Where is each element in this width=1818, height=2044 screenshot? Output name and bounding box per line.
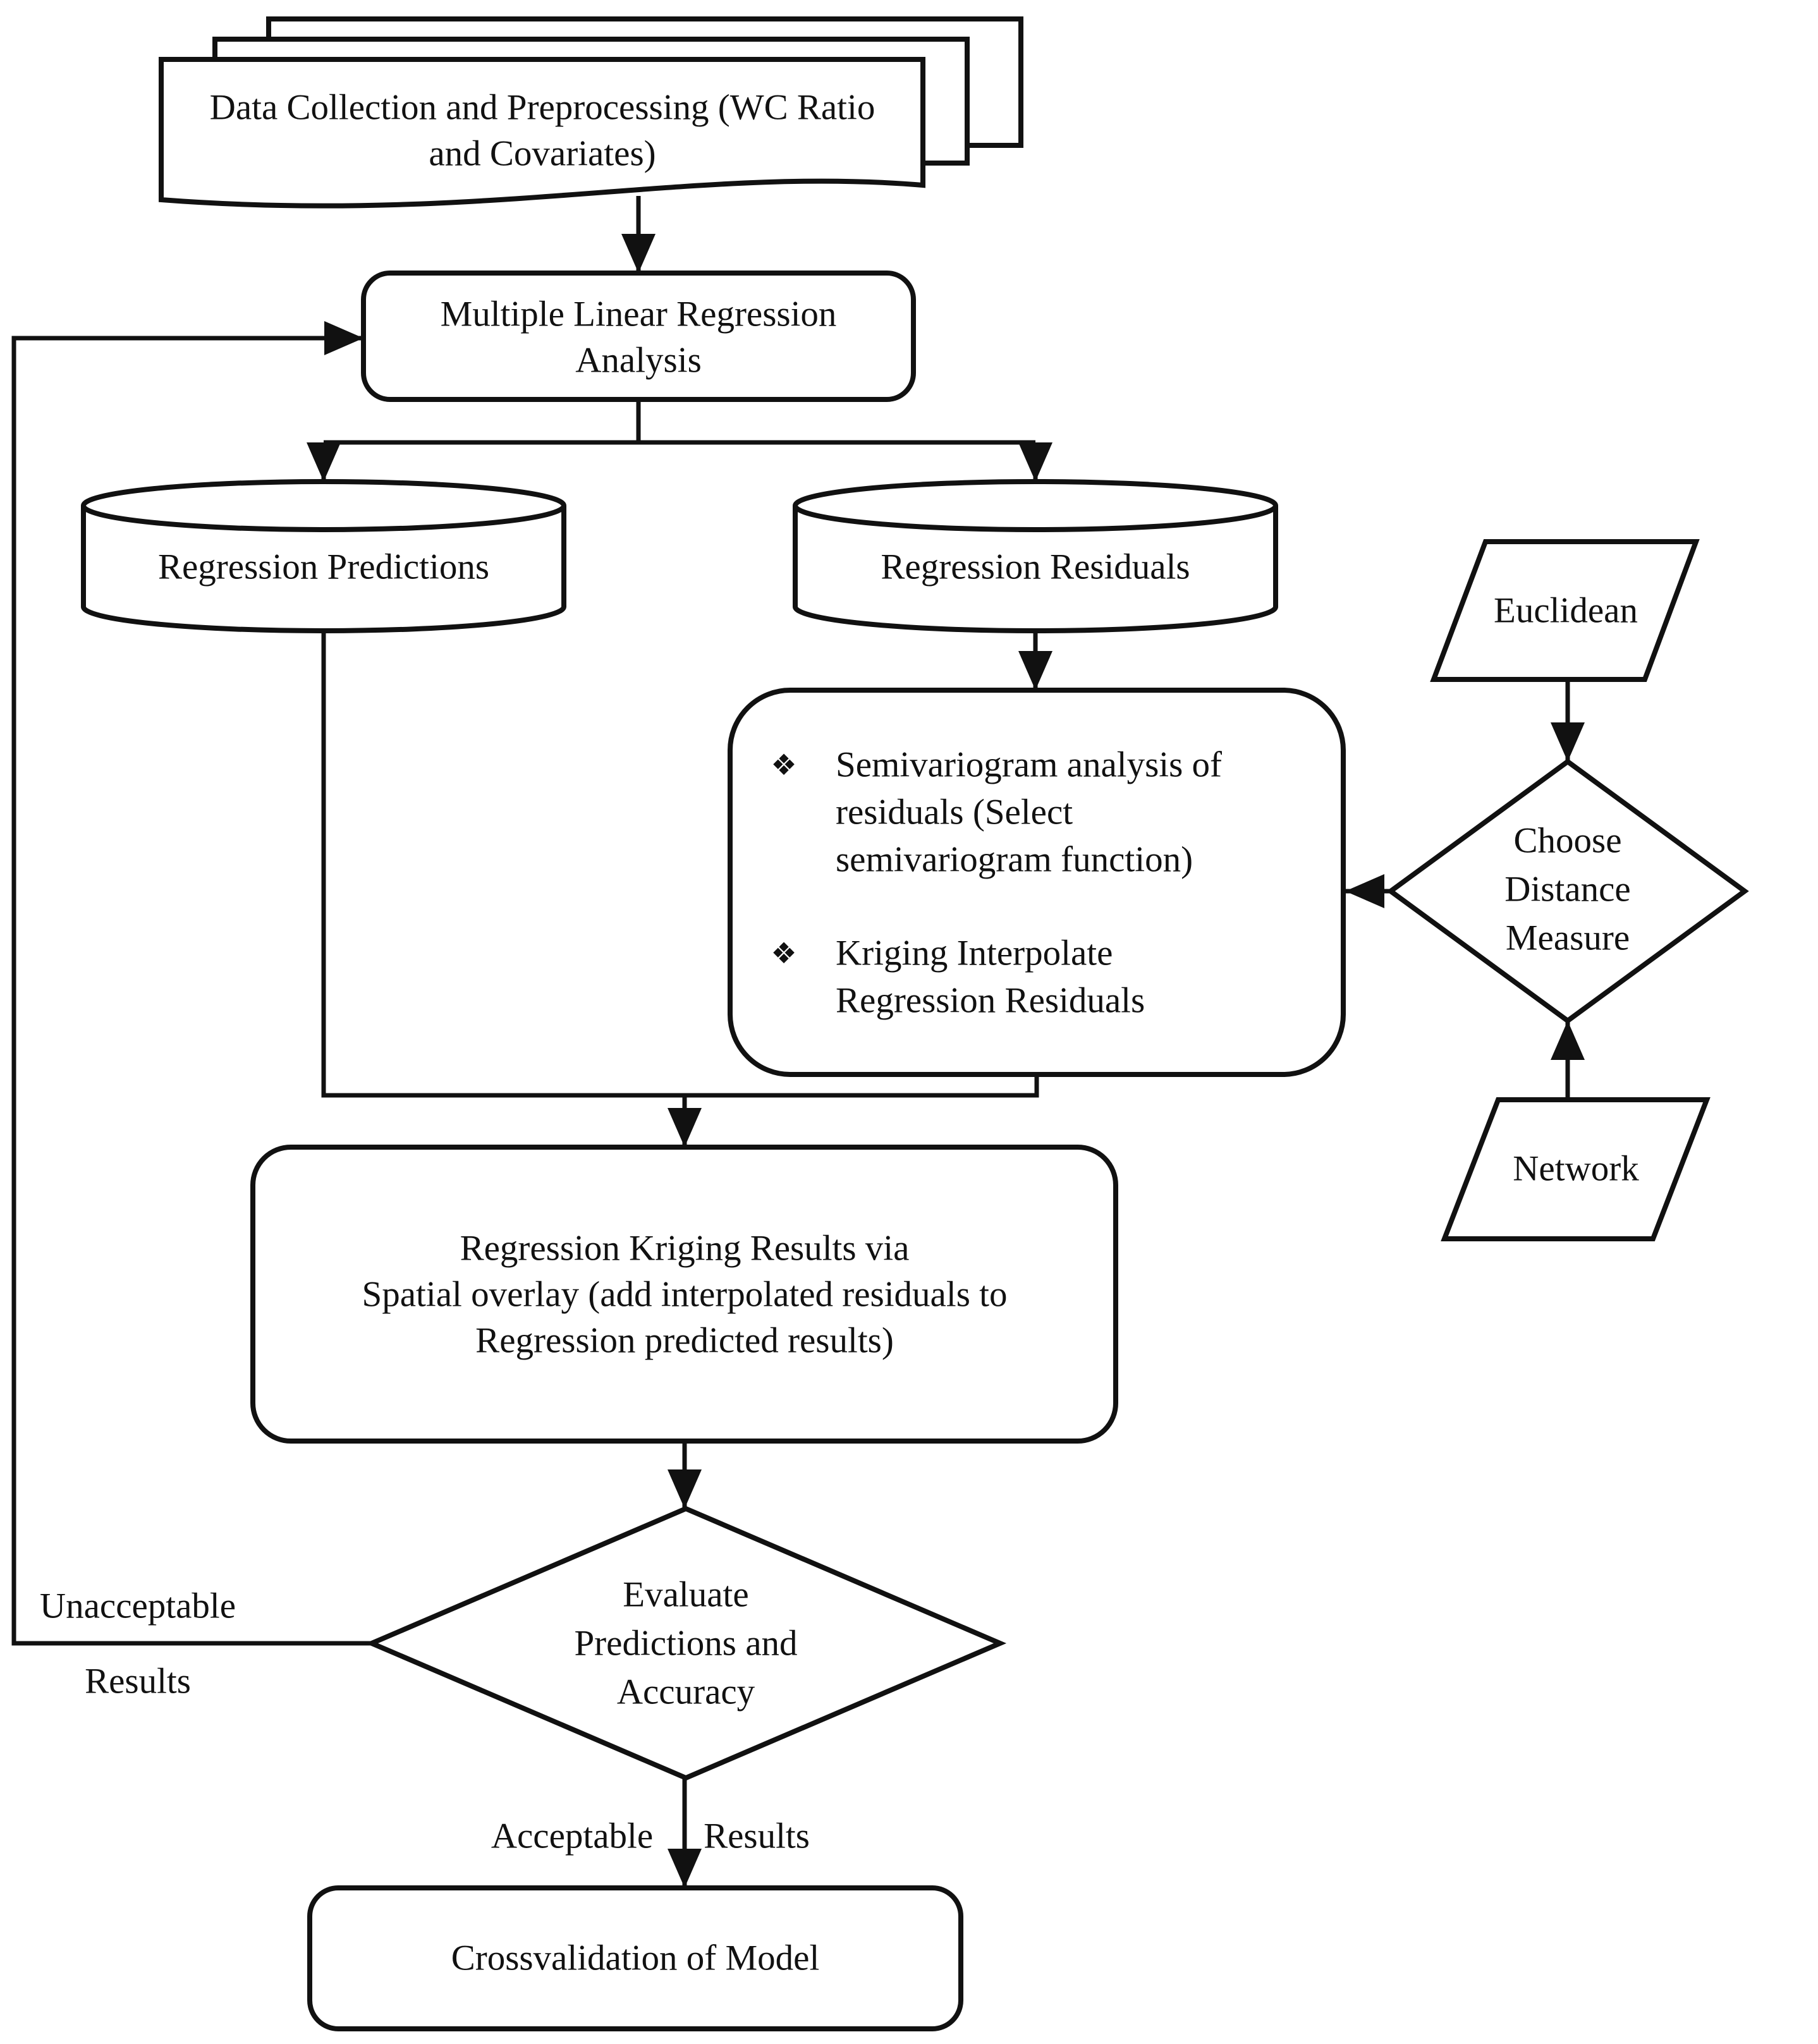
bullet-diamond-icon: ❖ (771, 936, 797, 970)
document-front-sheet (159, 57, 925, 209)
unacceptable-results-label-line1: Unacceptable (39, 1586, 236, 1626)
regression-residuals-cylinder (793, 479, 1278, 633)
rk-results-label-line3: Regression predicted results) (475, 1320, 894, 1361)
choose-diamond-label-line3: Measure (1505, 918, 1630, 958)
choose-diamond-label-line2: Distance (1504, 869, 1631, 909)
semivariogram-box-shape (728, 688, 1346, 1077)
arrow-feedback-to-mlr (11, 321, 372, 1646)
choose-diamond-shape (1386, 758, 1749, 1024)
mlr-label-line2: Analysis (575, 340, 702, 380)
network-shape (1441, 1097, 1711, 1241)
evaluate-diamond-shape (365, 1506, 1007, 1781)
data-collection-label-line1: Data Collection and Preprocessing (WC Ra… (209, 87, 875, 128)
evaluate-label-line1: Evaluate (623, 1574, 749, 1615)
mlr-box-shape (361, 271, 916, 402)
evaluate-label-line2: Predictions and (574, 1623, 798, 1664)
evaluate-label-line3: Accuracy (616, 1672, 755, 1712)
regression-predictions-label: Regression Predictions (157, 547, 490, 587)
semivariogram-item2-line2: Regression Residuals (836, 980, 1145, 1021)
semivariogram-item2-line1: Kriging Interpolate (836, 933, 1113, 973)
acceptable-results-label-word2: Results (704, 1816, 810, 1856)
rk-results-label-line1: Regression Kriging Results via (460, 1228, 910, 1268)
semivariogram-item1-line1: Semivariogram analysis of (836, 745, 1223, 785)
acceptable-results-label-word1: Acceptable (491, 1816, 654, 1856)
connector-merge (321, 628, 1039, 1098)
network-label: Network (1513, 1148, 1639, 1189)
semivariogram-item1-line2: residuals (Select (836, 792, 1073, 832)
data-collection-label-line2: and Covariates) (429, 133, 656, 174)
choose-diamond-label-line1: Choose (1513, 820, 1622, 861)
crossvalidation-label: Crossvalidation of Model (451, 1938, 820, 1978)
unacceptable-results-label-line2: Results (85, 1661, 191, 1701)
euclidean-shape (1430, 539, 1700, 682)
semivariogram-item1-line3: semivariogram function) (836, 839, 1193, 880)
regression-residuals-label: Regression Residuals (881, 547, 1190, 587)
rk-results-box-shape (250, 1145, 1118, 1444)
crossvalidation-box-shape (307, 1885, 963, 2031)
regression-predictions-cylinder (81, 479, 566, 633)
rk-results-label-line2: Spatial overlay (add interpolated residu… (362, 1274, 1008, 1315)
euclidean-label: Euclidean (1494, 590, 1638, 631)
connector-mlr-split (324, 399, 1035, 445)
mlr-label-line1: Multiple Linear Regression (440, 294, 837, 334)
bullet-diamond-icon: ❖ (771, 748, 797, 782)
